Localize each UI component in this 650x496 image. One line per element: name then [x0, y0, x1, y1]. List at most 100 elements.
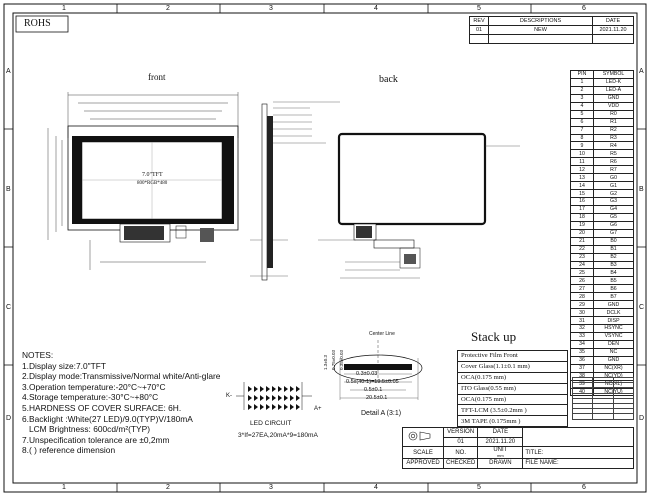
- grid-row-b: B: [6, 186, 11, 193]
- note-item: 1.Display size:7.0"TFT: [22, 360, 106, 371]
- pin-symbol: HSYNC: [593, 324, 634, 333]
- stackup-layer: 3M TAPE (0.175mm ): [457, 415, 568, 428]
- rev-value: 01: [469, 25, 489, 35]
- pin-symbol: R0: [593, 109, 634, 119]
- date-header: DATE: [592, 16, 634, 26]
- pin-number: 8: [570, 133, 594, 143]
- pin-number: 30: [570, 308, 594, 318]
- led-diode-icon: [248, 404, 252, 410]
- pin-symbol: B4: [593, 268, 634, 278]
- detail-a-title: Detail A (3:1): [361, 410, 402, 417]
- grid-row-d: D: [6, 415, 12, 422]
- pin-symbol: NC: [593, 347, 634, 357]
- date-label: DATE: [477, 427, 524, 438]
- pin-symbol: G4: [593, 204, 634, 214]
- pin-symbol: B3: [593, 260, 634, 270]
- front-view: [47, 92, 239, 270]
- stackup-layer: Protective Film Front: [457, 350, 568, 362]
- detail-side-1: 1.3±0.3: [323, 355, 328, 370]
- led-diode-icon: [254, 395, 258, 401]
- pin-number: 12: [570, 165, 594, 175]
- led-diode-icon: [260, 386, 264, 392]
- led-diode-icon: [290, 386, 294, 392]
- pin-number: 23: [570, 252, 594, 262]
- grid-col-1-bottom: 1: [62, 484, 66, 491]
- pin-number: 15: [570, 189, 594, 198]
- rev-header: REV: [469, 16, 489, 26]
- pin-number: 31: [570, 316, 594, 325]
- pin-symbol: G2: [593, 189, 634, 198]
- stackup-layer: ITO Glass(0.55 mm): [457, 382, 568, 395]
- pin-symbol: DEN: [593, 339, 634, 349]
- led-diode-icon: [248, 395, 252, 401]
- revision-table: REV DESCRIPTIONS DATE 01 NEW 2021.11.20: [469, 16, 634, 44]
- title-empty: [522, 427, 634, 437]
- led-diode-icon: [248, 386, 252, 392]
- pin-symbol: VSYNC: [593, 331, 634, 341]
- small-table-cell: [592, 413, 614, 420]
- pin-number: 20: [570, 228, 594, 238]
- stackup-row: TFT-LCM (3.5±0.2mm ): [457, 404, 568, 417]
- grid-col-6: 6: [582, 5, 586, 12]
- led-diode-icon: [284, 404, 288, 410]
- led-diode-icon: [254, 404, 258, 410]
- rohs-label: ROHS: [24, 18, 51, 29]
- led-formula: 3*If=27EA,20mA*9=180mA: [238, 432, 318, 439]
- approved-label: APPROVED: [402, 458, 444, 469]
- detail-dim-2: 0.5x(40-1)=19.5±0.05: [346, 379, 399, 385]
- pin-symbol: R1: [593, 117, 634, 127]
- pin-number: 32: [570, 324, 594, 333]
- small-spec-table: [571, 376, 635, 420]
- pin-number: 25: [570, 268, 594, 278]
- pin-number: 37: [570, 363, 594, 373]
- date-value: 2021.11.20: [592, 25, 634, 35]
- led-diode-icon: [266, 404, 270, 410]
- small-table-cell: [571, 413, 594, 420]
- display-label-res: 800*RGB*480: [137, 181, 168, 186]
- pin-symbol: R5: [593, 149, 634, 159]
- date-value-tb: 2021.11.20: [477, 436, 524, 447]
- note-item: 7.Unspecification tolerance are ±0,2mm: [22, 434, 170, 445]
- detail-dim-1: 0.3±0.03: [356, 371, 378, 377]
- small-table-cell: [612, 413, 635, 420]
- rev-empty-cell: [469, 34, 489, 44]
- pin-symbol: G6: [593, 220, 634, 230]
- grid-col-2: 2: [166, 5, 170, 12]
- pin-symbol: GND: [593, 355, 634, 365]
- led-diode-icon: [260, 395, 264, 401]
- led-diode-icon: [266, 386, 270, 392]
- grid-col-5: 5: [477, 5, 481, 12]
- stackup-row: OCA(0.175 mm): [457, 371, 568, 384]
- pin-number: 13: [570, 173, 594, 183]
- pin-symbol: GND: [593, 93, 634, 103]
- pin-symbol: LED-K: [593, 77, 634, 87]
- back-view-label: back: [379, 74, 398, 85]
- drawn-label: DRAWN: [477, 458, 524, 469]
- pin-symbol: R6: [593, 157, 634, 167]
- stackup-title: Stack up: [471, 329, 517, 344]
- no-label: NO.: [442, 446, 479, 459]
- led-diode-icon: [284, 386, 288, 392]
- side-view: [250, 101, 340, 281]
- pin-number: 34: [570, 339, 594, 349]
- pin-number: 35: [570, 347, 594, 357]
- descriptions-header: DESCRIPTIONS: [488, 16, 593, 26]
- led-circuit-title: LED CIRCUIT: [250, 420, 292, 427]
- pin-number: 6: [570, 117, 594, 127]
